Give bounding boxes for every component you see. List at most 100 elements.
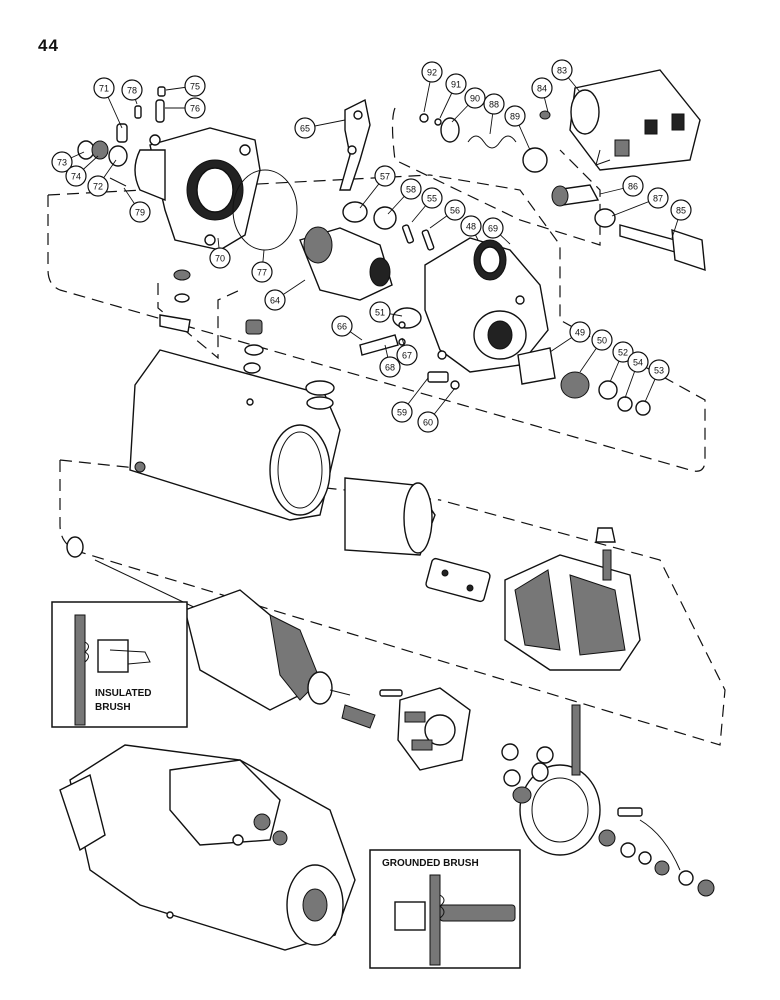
callout-label-87: 87	[653, 194, 663, 204]
callout-54: 54	[624, 351, 649, 399]
callout-label-79: 79	[135, 208, 145, 218]
callout-circle-70	[209, 247, 231, 269]
nose-bolt	[427, 371, 460, 390]
insulated-label-line1: INSULATED	[95, 688, 151, 699]
callout-label-89: 89	[510, 112, 520, 122]
callout-71: 71	[93, 77, 123, 129]
callout-label-91: 91	[451, 80, 461, 90]
terminal-stack	[598, 807, 715, 897]
callout-label-50: 50	[597, 336, 607, 346]
callout-72: 72	[87, 159, 117, 197]
callout-circle-91	[445, 73, 467, 95]
callout-label-84: 84	[537, 84, 547, 94]
callout-85: 85	[670, 199, 692, 239]
drive-pinion	[299, 226, 393, 301]
callout-59: 59	[391, 377, 429, 423]
callout-label-64: 64	[270, 296, 280, 306]
insulated-brush-inset: INSULATED BRUSH	[51, 601, 188, 728]
callout-68: 68	[379, 344, 401, 378]
callout-label-68: 68	[385, 363, 395, 373]
callout-circle-71	[93, 77, 115, 99]
callout-label-78: 78	[127, 86, 137, 96]
callout-58: 58	[387, 178, 422, 215]
callout-label-88: 88	[489, 100, 499, 110]
callout-label-56: 56	[450, 206, 460, 216]
callout-73: 73	[51, 151, 85, 173]
callout-circle-75	[184, 75, 206, 97]
callout-circle-89	[504, 105, 526, 127]
callout-circle-83	[551, 59, 573, 81]
callout-label-77: 77	[257, 268, 267, 278]
brush-holder	[341, 687, 471, 771]
drive-rings	[342, 201, 435, 356]
callout-57: 57	[359, 165, 396, 209]
callout-circle-54	[627, 351, 649, 373]
callout-circle-78	[121, 79, 143, 101]
callout-90: 90	[451, 87, 486, 123]
callout-circle-72	[87, 175, 109, 197]
callout-label-65: 65	[300, 124, 310, 134]
assembled-starter	[59, 744, 356, 951]
callout-circle-58	[400, 178, 422, 200]
callout-50: 50	[579, 329, 613, 373]
callout-label-83: 83	[557, 66, 567, 76]
callout-78: 78	[121, 79, 143, 105]
callout-label-55: 55	[427, 194, 437, 204]
callout-label-67: 67	[402, 351, 412, 361]
callout-84: 84	[531, 77, 553, 113]
dashed-outline-mount	[157, 283, 241, 360]
callout-circle-65	[294, 117, 316, 139]
callout-label-58: 58	[406, 185, 416, 195]
callout-87: 87	[611, 187, 669, 217]
callout-49: 49	[549, 321, 591, 353]
callout-77: 77	[251, 249, 273, 283]
callout-label-52: 52	[618, 348, 628, 358]
callout-circle-86	[622, 175, 644, 197]
field-coil-sleeve	[344, 477, 436, 556]
callout-circle-48	[460, 215, 482, 237]
callout-67: 67	[396, 337, 418, 366]
callout-circle-87	[647, 187, 669, 209]
callout-circle-90	[464, 87, 486, 109]
callout-48: 48	[460, 215, 482, 241]
callout-label-51: 51	[375, 308, 385, 318]
callout-label-60: 60	[423, 418, 433, 428]
callout-label-59: 59	[397, 408, 407, 418]
armature	[66, 536, 351, 711]
callout-label-74: 74	[71, 172, 81, 182]
callout-circle-79	[129, 201, 151, 223]
callout-circle-74	[65, 165, 87, 187]
shift-lever	[339, 98, 371, 191]
callout-55: 55	[411, 187, 443, 223]
callout-56: 56	[429, 199, 466, 229]
callout-circle-85	[670, 199, 692, 221]
callout-label-53: 53	[654, 366, 664, 376]
callout-circle-73	[51, 151, 73, 173]
callout-circle-51	[369, 301, 391, 323]
callout-64: 64	[264, 279, 306, 311]
callout-label-90: 90	[470, 94, 480, 104]
callout-label-73: 73	[57, 158, 67, 168]
callout-76: 76	[165, 97, 206, 119]
callout-circle-64	[264, 289, 286, 311]
callout-91: 91	[439, 73, 467, 119]
callout-circle-52	[612, 341, 634, 363]
callout-65: 65	[294, 117, 346, 139]
callout-79: 79	[123, 187, 151, 223]
callout-circle-68	[379, 356, 401, 378]
plunger-spring-parts	[419, 110, 706, 272]
nose-housing	[424, 237, 549, 373]
callout-74: 74	[65, 155, 99, 187]
callout-70: 70	[209, 237, 231, 269]
callout-label-76: 76	[190, 104, 200, 114]
callout-92: 92	[421, 61, 443, 113]
callout-circle-57	[374, 165, 396, 187]
callout-label-48: 48	[466, 222, 476, 232]
callout-83: 83	[551, 59, 581, 93]
callout-circle-77	[251, 261, 273, 283]
callout-circle-50	[591, 329, 613, 351]
callout-86: 86	[599, 175, 644, 197]
callout-circle-88	[483, 93, 505, 115]
